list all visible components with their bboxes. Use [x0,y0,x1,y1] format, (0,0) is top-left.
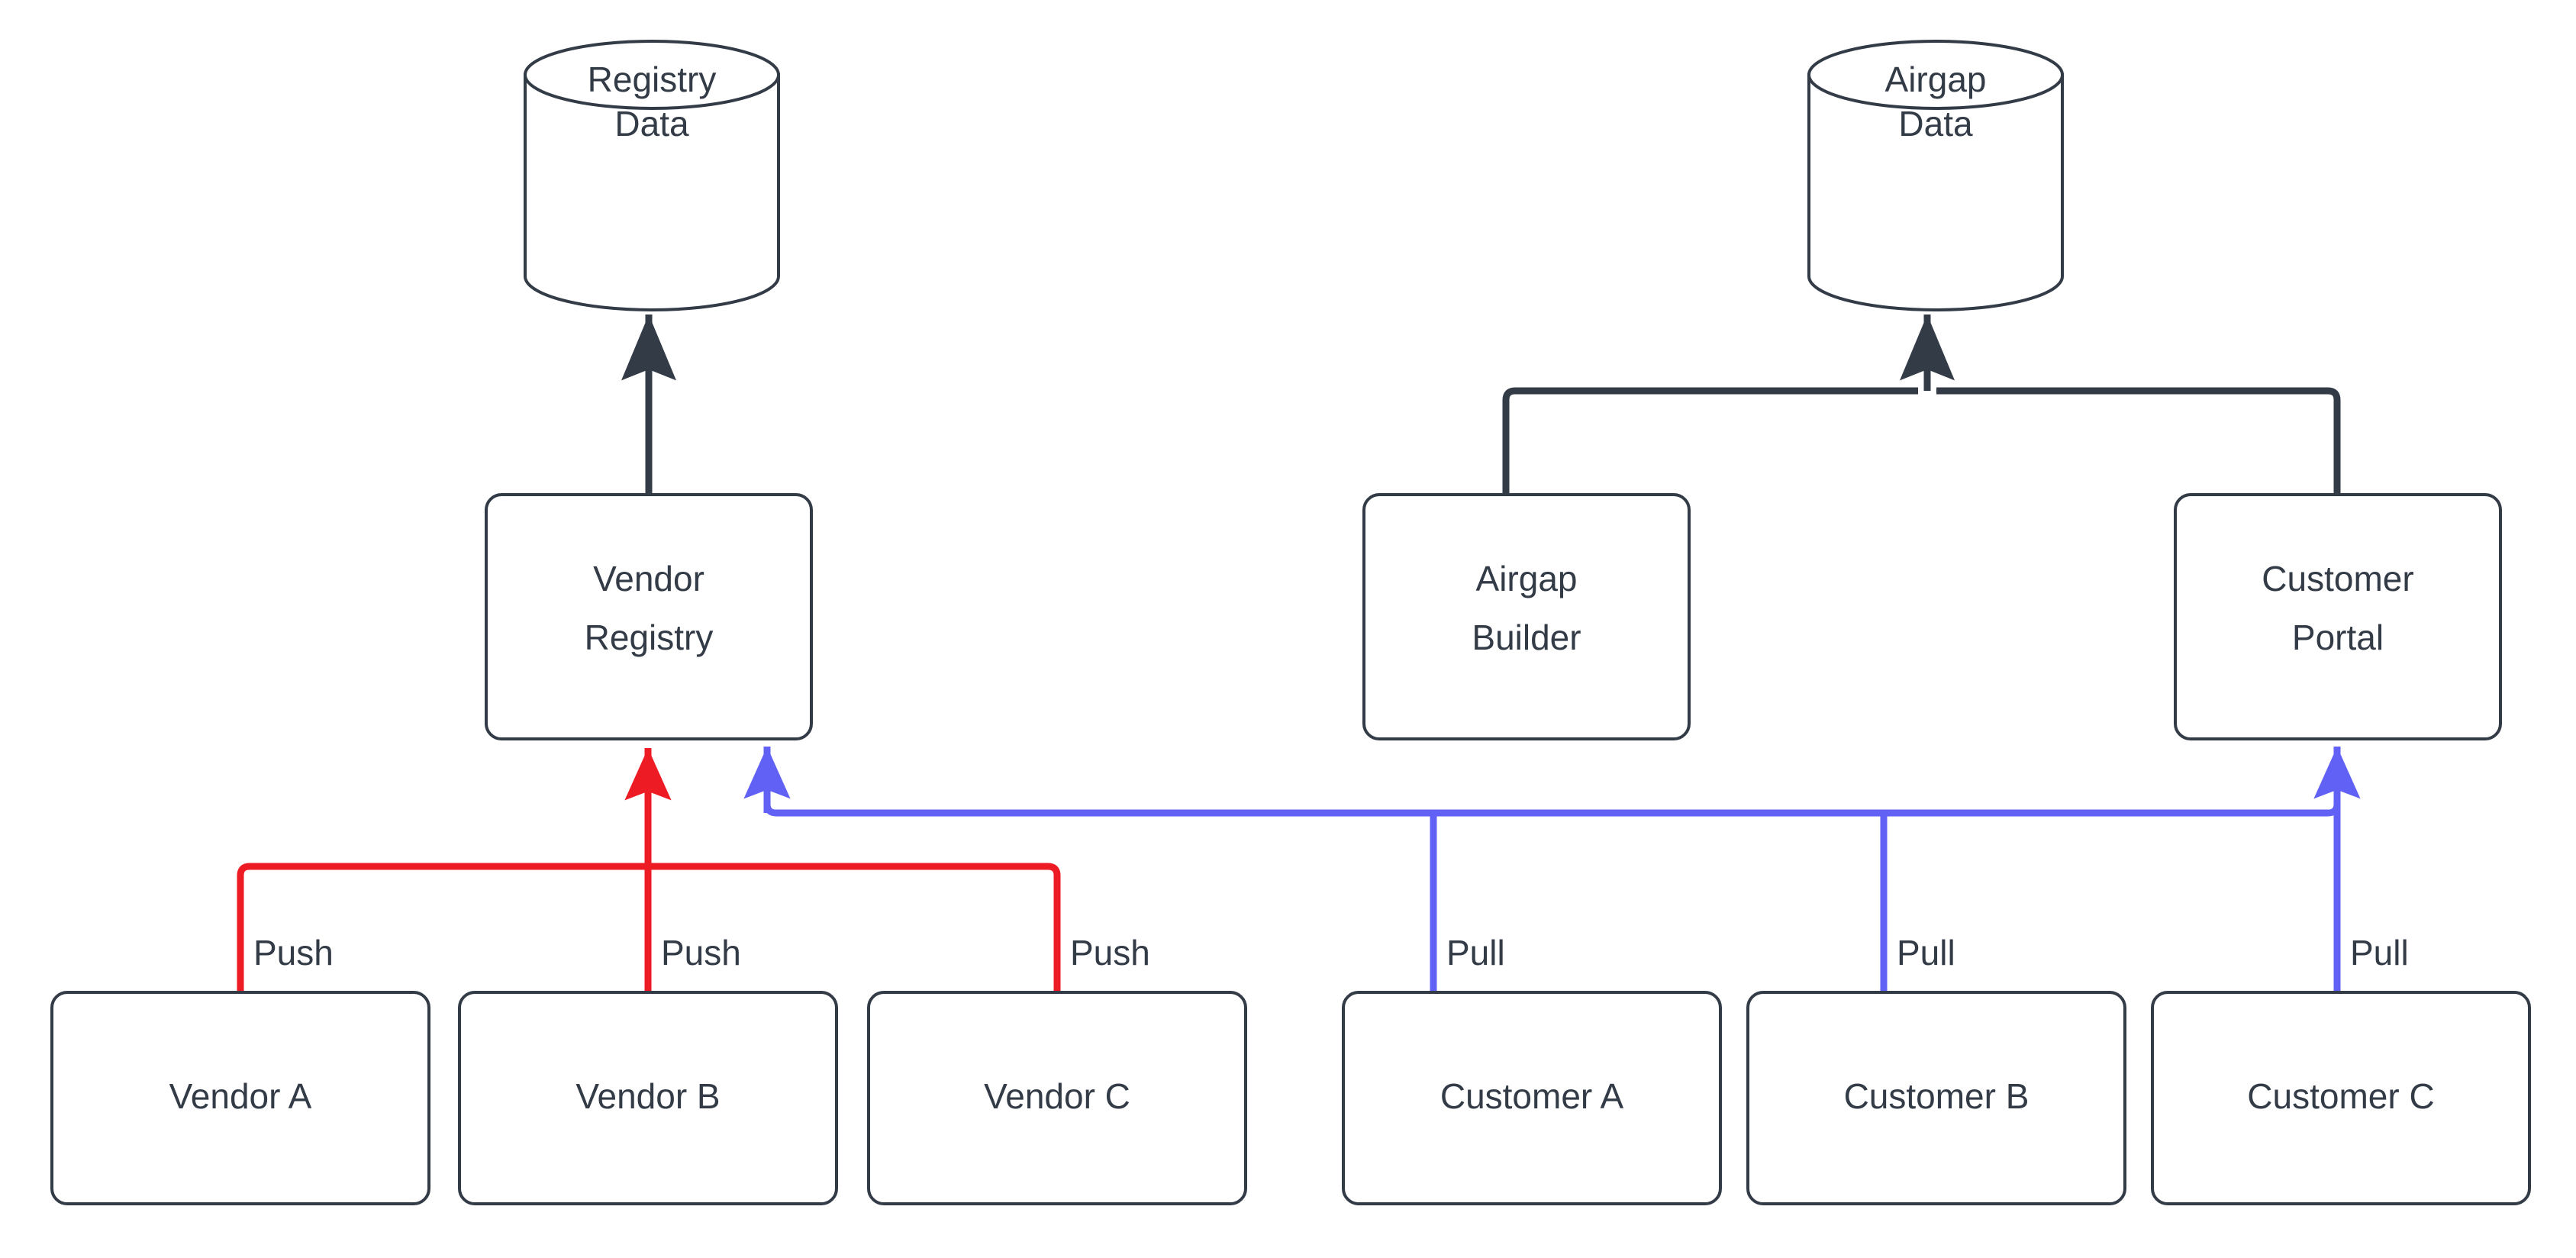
actor-vendor-b[interactable]: Vendor B [458,991,838,1205]
datastore-label-line1: Registry [588,60,717,99]
service-label-line2: Registry [585,618,714,657]
actor-label: Vendor A [169,1076,312,1116]
actor-label: Customer C [2247,1076,2434,1116]
actor-customer-c[interactable]: Customer C [2151,991,2531,1205]
service-label-line1: Customer [2262,559,2413,598]
actor-customer-b[interactable]: Customer B [1746,991,2126,1205]
actor-vendor-c[interactable]: Vendor C [867,991,1247,1205]
edge-push-bus [237,747,1061,992]
actor-vendor-a[interactable]: Vendor A [50,991,430,1205]
actor-customer-a[interactable]: Customer A [1342,991,1722,1205]
service-vendor-registry[interactable]: Vendor Registry [485,493,813,740]
datastore-label-line2: Data [614,104,689,144]
datastore-registry-data[interactable]: Registry Data [524,40,780,311]
datastore-airgap-data[interactable]: Airgap Data [1807,40,2064,311]
edge-label-push-vendor-c: Push [1070,933,1150,973]
edge-label-pull-customer-a: Pull [1446,933,1505,973]
actor-label: Customer B [1844,1076,2030,1116]
actor-label: Vendor C [984,1076,1130,1116]
edge-label-push-vendor-b: Push [661,933,741,973]
service-label-line2: Portal [2292,618,2384,657]
service-customer-portal[interactable]: Customer Portal [2174,493,2502,740]
edge-label-pull-customer-c: Pull [2350,933,2409,973]
edge-customer-portal-to-airgap-data [1936,387,2341,495]
service-label-line1: Airgap [1476,559,1578,598]
actor-label: Customer A [1440,1076,1624,1116]
service-label-line2: Builder [1472,618,1581,657]
edge-label-pull-customer-b: Pull [1897,933,1955,973]
actor-label: Vendor B [575,1076,720,1116]
edge-label-push-vendor-a: Push [253,933,334,973]
datastore-label-line1: Airgap [1885,60,1987,99]
edge-pull-bus [743,746,2361,992]
datastore-label-line2: Data [1898,104,1973,144]
service-airgap-builder[interactable]: Airgap Builder [1362,493,1691,740]
edge-airgap-builder-to-airgap-data [1502,387,1918,495]
service-label-line1: Vendor [593,559,704,598]
